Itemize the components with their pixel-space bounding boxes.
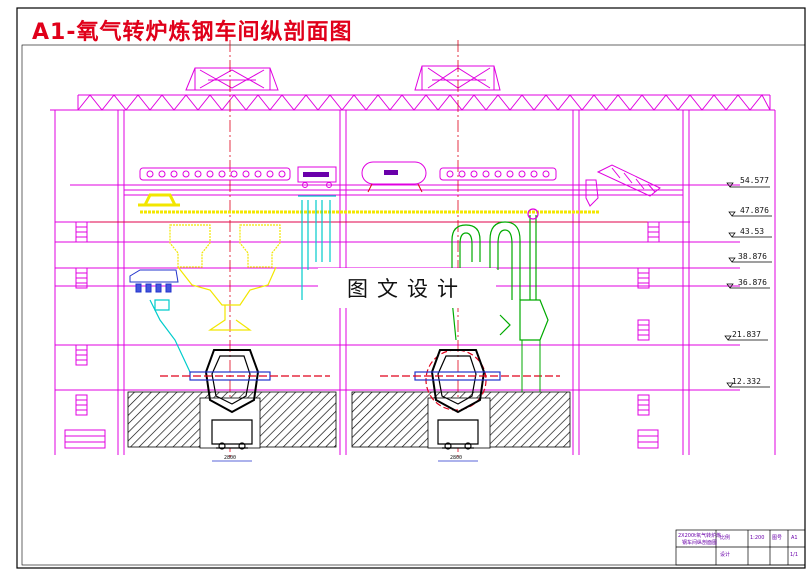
elevation-markers [724,182,772,388]
title-block-name: 钢车间纵剖面图 [682,540,718,546]
watermark: 图文设计 [318,268,496,308]
belt-conveyor-left [139,167,291,181]
ferro-alloy-bins [129,269,179,293]
elevation-label: 36.876 [738,278,767,287]
title-block-scale-label: 比例 [720,535,731,541]
bunkers-left [169,224,281,331]
inclined-conveyor [585,164,661,207]
alloy-chute [149,299,191,373]
rail-car [297,166,337,188]
side-windows-left [64,221,106,449]
charging-gallery [138,193,600,214]
title-block-drawing-no: A1 [791,535,798,541]
title-block-designer-label: 设计 [720,552,731,558]
title-block-name: 2X200t氧气转炉炼 [678,533,722,539]
elevation-label: 21.837 [732,330,761,339]
gas-duct [451,208,549,392]
dimension-label: 2800 [224,455,237,461]
roof-truss [77,94,771,111]
elevation-label: 47.876 [740,206,769,215]
title-block [675,529,806,566]
pit-left [199,397,261,449]
side-windows-right [637,221,660,449]
storage-tank [361,161,427,193]
elevation-label: 54.577 [740,176,769,185]
roof-monitor-right [414,65,501,91]
converter-right [380,349,560,450]
elevation-label: 12.332 [732,377,761,386]
belt-conveyor-right [439,167,557,181]
pit-right [427,397,491,449]
title-block-scale-value: 1:200 [750,535,765,541]
inner-frame [21,44,806,566]
building-frame [50,109,776,455]
title-block-drawing-no-label: 图号 [772,535,783,541]
elevation-label: 43.53 [740,227,765,236]
elevation-label: 38.876 [738,252,767,261]
oxygen-lances [298,195,336,300]
red-reference-lines [90,40,650,460]
converter-left [160,349,330,450]
roof-monitor-left [185,67,279,91]
title-block-sheet: 1/1 [790,552,799,558]
drawing-title: A1-氧气转炉炼钢车间纵剖面图 [32,20,353,45]
dimension-label: 2800 [450,455,463,461]
